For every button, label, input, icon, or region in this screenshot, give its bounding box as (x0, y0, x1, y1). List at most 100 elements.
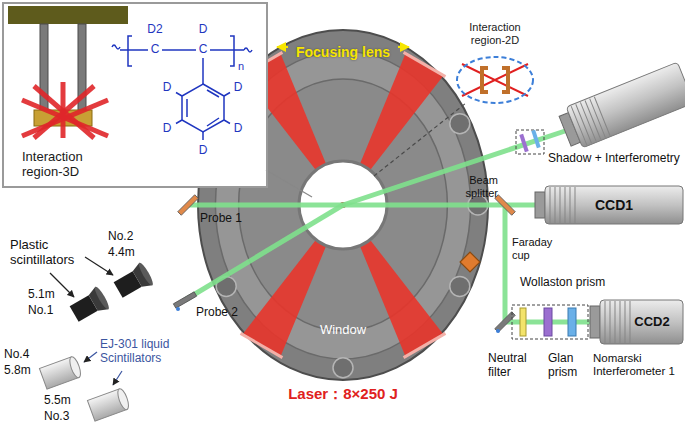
leader-line (266, 170, 312, 197)
focusing-lens (241, 333, 283, 357)
pointer-arrow (113, 371, 122, 385)
inset-ground (2, 2, 268, 188)
panel-title: Interaction region-3D (22, 150, 118, 180)
camera-ridge (570, 187, 571, 223)
pointer-arrow (277, 46, 288, 48)
mirror-mount (496, 329, 500, 333)
interaction-region: Interaction region-2D (455, 55, 535, 105)
distance: 5.1m (28, 288, 55, 302)
distance: 4.4m (108, 246, 135, 260)
chemical-bond (112, 45, 148, 50)
camera-lens (535, 192, 545, 218)
target-bracket (502, 68, 508, 92)
target-bracket (482, 68, 488, 92)
formula-atom: C (199, 43, 208, 57)
formula-atom: D (199, 144, 208, 158)
ccd-camera (590, 300, 683, 344)
formula-atom: D (199, 23, 208, 37)
mirror-mount (176, 307, 180, 311)
chemical-bond (182, 84, 224, 132)
plastic-scintillator (68, 285, 111, 325)
region-outline (455, 55, 535, 105)
part-label: Focusing lens (296, 44, 390, 60)
camera-ridge (550, 187, 551, 223)
camera-ridge (560, 187, 561, 223)
detector-number: No.3 (44, 410, 69, 424)
distance: 5.5m (44, 394, 71, 408)
camera-label: CCD1 (595, 197, 633, 213)
chamber-port (450, 276, 470, 296)
part-label: Beam splitter (456, 174, 498, 199)
camera-ridge (610, 301, 611, 343)
chemical-bond (128, 36, 132, 66)
camera-ridge (575, 187, 576, 223)
formula-atom: D (234, 122, 243, 136)
detector-number: No.1 (28, 304, 53, 318)
probe-mirror (178, 195, 199, 216)
formula-atom: D (163, 81, 172, 95)
camera-lens (590, 306, 600, 338)
probe-beam (188, 203, 535, 208)
optics-box (512, 305, 588, 339)
probe-mirror (173, 292, 196, 308)
laser-beam (61, 82, 66, 138)
beam-label: Probe 1 (200, 212, 242, 226)
pointer-arrow (85, 257, 113, 275)
chemical-bond (187, 90, 219, 126)
camera-ridge (555, 187, 556, 223)
instrument-label: Shadow + Interferometry (548, 152, 680, 166)
chemical-bond (210, 48, 252, 52)
glan-prism (568, 308, 576, 336)
filter-element (531, 130, 540, 148)
camera-ridge (620, 301, 621, 343)
chemical-bond (162, 49, 196, 51)
laser-beam (462, 64, 528, 96)
probe-beam (343, 131, 565, 205)
detector-face (93, 285, 111, 311)
camera-ridge (625, 301, 626, 343)
chamber-port (333, 358, 353, 378)
neutral-filter (520, 308, 526, 336)
shadow-camera (557, 62, 685, 151)
filter-element (519, 134, 528, 152)
detector-face (68, 356, 83, 379)
leader-line (374, 103, 466, 176)
chemical-bond (202, 58, 204, 84)
formula-atom: D (234, 81, 243, 95)
instrument-label: Nomarski Interferometer 1 (593, 352, 682, 378)
faraday-cup (460, 252, 480, 272)
camera-body (545, 186, 683, 224)
chemical-bond (230, 36, 234, 66)
optic-label: Glan prism (548, 352, 590, 380)
target-holder (8, 6, 128, 24)
chamber-port (450, 114, 470, 134)
formula-atom: D2 (147, 23, 162, 37)
part-label: Faraday cup (512, 236, 572, 261)
laser-spec: Laser：8×250 J (288, 385, 398, 402)
detector-number: No.4 (4, 348, 29, 362)
pointer-arrow (398, 46, 409, 48)
wollaston-prism (544, 308, 552, 336)
region-title: Interaction region-2D (455, 21, 535, 46)
camera-body (600, 300, 683, 344)
camera-ridge (594, 97, 610, 136)
detector-label: Plastic scintillators (10, 238, 84, 268)
camera-ridge (605, 301, 606, 343)
laser-beam (462, 64, 528, 96)
detector-label: EJ-301 liquid Scintillators (100, 338, 200, 366)
camera-label: CCD2 (634, 315, 669, 330)
distance: 5.8m (4, 364, 31, 378)
liquid-scintillator (87, 388, 130, 422)
formula-subscript: n (238, 60, 244, 73)
focusing-lens (404, 333, 446, 357)
probe-beam (185, 205, 343, 300)
camera-ridge (565, 187, 566, 223)
optic-label: Neutral filter (488, 352, 542, 380)
ccd-camera (535, 186, 683, 224)
focusing-lens (404, 52, 446, 76)
camera-body (566, 62, 685, 148)
plastic-scintillator (112, 261, 155, 301)
optic-label: Wollaston prism (520, 276, 605, 290)
inset-panel: Interaction region-3D (2, 2, 268, 188)
